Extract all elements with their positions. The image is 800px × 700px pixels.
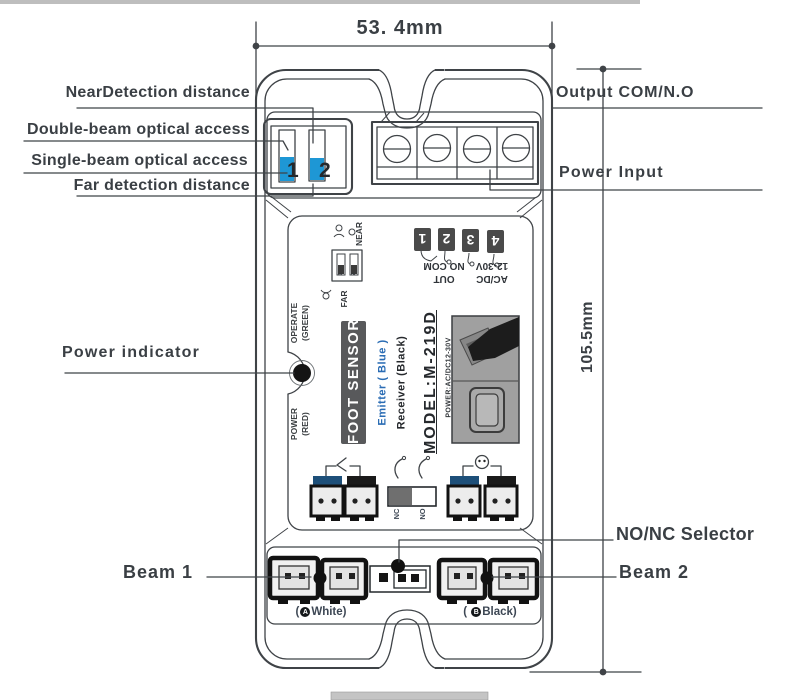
terminal-number-4: 4 bbox=[487, 230, 504, 253]
voltage-text: 12-30V bbox=[475, 260, 509, 271]
terminal-number-2: 2 bbox=[438, 228, 455, 251]
beam1-label-text: White) bbox=[311, 606, 347, 618]
callout-no-nc-selector: NO/NC Selector bbox=[616, 524, 755, 544]
callout-beam1: Beam 1 bbox=[123, 562, 194, 582]
bottom-connector-bay bbox=[267, 555, 540, 604]
terminal-screw-1 bbox=[382, 134, 412, 164]
callout-single-beam: Single-beam optical access bbox=[31, 152, 248, 169]
beam2-label-prefix: ( bbox=[463, 606, 471, 618]
terminal-screw-4 bbox=[501, 133, 531, 163]
power-line2: (RED) bbox=[300, 412, 310, 436]
nc-label: NC bbox=[392, 508, 401, 520]
power-terminal-text: AC/DC 12-30V bbox=[456, 259, 528, 285]
dip-switch-1 bbox=[278, 129, 296, 183]
dip-switch-2 bbox=[308, 129, 326, 182]
beam1-label-prefix: ( bbox=[295, 606, 300, 618]
circled-b-icon: B bbox=[471, 607, 482, 617]
beam1-wire-label: ( A White) bbox=[285, 604, 357, 620]
terminal-number-3: 3 bbox=[462, 229, 479, 252]
dip-switch-block bbox=[262, 117, 354, 196]
cropped-figure-edge bbox=[330, 691, 489, 700]
callout-far-detection: Far detection distance bbox=[73, 177, 250, 194]
beam2-connector-icons bbox=[446, 454, 519, 521]
terminal-number-1: 1 bbox=[414, 228, 431, 251]
relay-switch-icons bbox=[394, 455, 431, 479]
callout-near-detection: NearDetection distance bbox=[65, 84, 250, 101]
scan-edge-artifact bbox=[0, 0, 640, 4]
terminal-screw-3 bbox=[462, 134, 492, 164]
foot-silhouette bbox=[468, 317, 519, 361]
beam2-label-text: Black) bbox=[482, 606, 517, 618]
callout-output: Output COM/N.O bbox=[556, 84, 695, 101]
near-label: NEAR bbox=[354, 221, 364, 247]
beam1-socket-pair bbox=[267, 555, 369, 604]
width-dimension-label: 53. 4mm bbox=[356, 17, 444, 39]
product-name-banner: FOOT SENSOR bbox=[341, 318, 366, 444]
mini-dip-digit-1: 1 bbox=[338, 272, 344, 276]
mini-dip-switch-icon bbox=[331, 249, 363, 282]
callout-beam2: Beam 2 bbox=[619, 562, 690, 582]
model-label: MODEL:M-219D bbox=[422, 310, 439, 455]
beam1-connector-icons bbox=[309, 457, 379, 521]
device-case-outline bbox=[254, 62, 554, 676]
terminal-block bbox=[370, 111, 540, 186]
dip-switch-2-digit: 2 bbox=[319, 159, 331, 182]
no-nc-selector-switch bbox=[369, 559, 431, 593]
callout-double-beam: Double-beam optical access bbox=[27, 121, 250, 138]
height-dimension-label: 105.5mm bbox=[579, 301, 596, 373]
callout-power-input: Power Input bbox=[559, 164, 664, 181]
power-line1: POWER bbox=[289, 407, 299, 441]
circled-a-icon: A bbox=[300, 607, 311, 617]
foot-step-photo bbox=[451, 315, 520, 444]
terminal-wire-hooks bbox=[420, 249, 500, 268]
height-dimension-line bbox=[529, 65, 642, 676]
beam2-socket-pair bbox=[436, 557, 540, 604]
mini-dip-digit-2: 2 bbox=[351, 272, 357, 276]
beam-eye-icons bbox=[320, 224, 356, 300]
beam2-wire-label: ( B Black) bbox=[453, 604, 527, 620]
callout-leader-lines bbox=[23, 107, 763, 578]
callout-power-indicator: Power indicator bbox=[62, 344, 201, 361]
panel-operate-label: OPERATE (GREEN) bbox=[289, 293, 313, 353]
receiver-label: Receiver (Black) bbox=[395, 335, 408, 430]
far-label: FAR bbox=[339, 290, 349, 308]
power-rating-label: POWER:AC/DC12-30V bbox=[445, 337, 453, 418]
emitter-label: Emitter ( Blue ) bbox=[376, 339, 389, 426]
dip-switch-1-digit: 1 bbox=[287, 159, 299, 182]
receiver-eye-icon bbox=[474, 454, 490, 470]
acdc-text: AC/DC bbox=[476, 273, 508, 284]
width-dimension-line bbox=[252, 21, 556, 119]
terminal-screw-2 bbox=[422, 133, 452, 163]
operate-line2: (GREEN) bbox=[300, 305, 310, 341]
label-panel bbox=[283, 215, 534, 531]
operate-line1: OPERATE bbox=[289, 302, 299, 344]
no-label: NO bbox=[418, 508, 427, 520]
panel-power-red-label: POWER (RED) bbox=[289, 396, 313, 452]
nc-no-slide-icon bbox=[387, 486, 437, 507]
emitter-arrow-icon bbox=[336, 457, 347, 472]
